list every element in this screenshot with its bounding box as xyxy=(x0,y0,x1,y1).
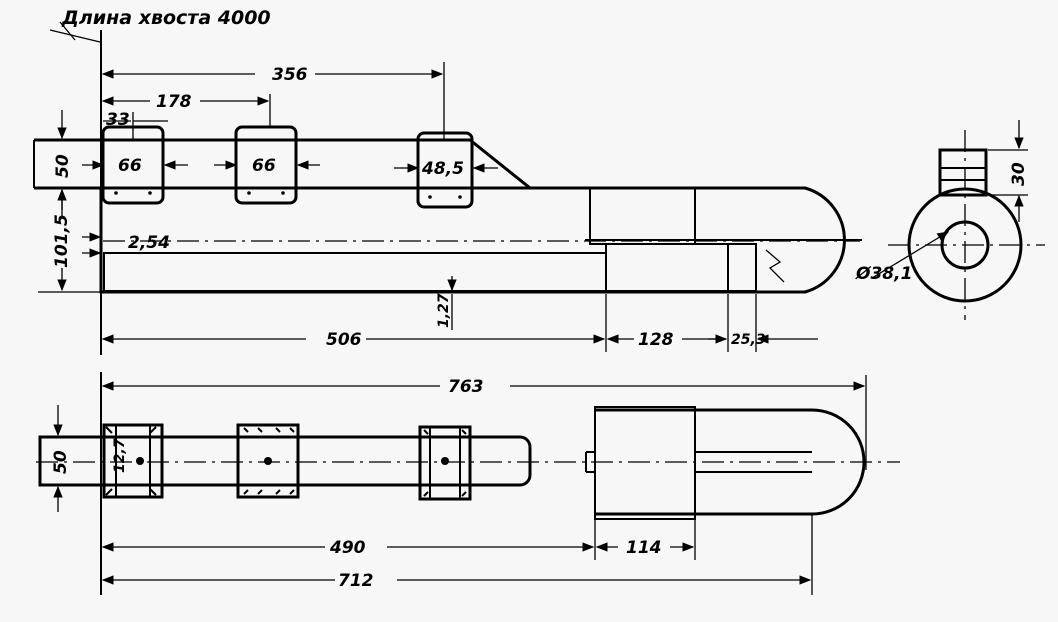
break-line xyxy=(765,249,785,283)
title-label: Длина хвоста 4000 xyxy=(49,7,271,43)
dim-12-7: 12,7 xyxy=(112,438,128,473)
dim-25-3: 25,3 xyxy=(731,332,766,348)
dim-178: 178 xyxy=(156,92,192,112)
top-view: 356 178 33 50 66 66 48,5 101,5 2 xyxy=(33,30,1045,355)
title-leader xyxy=(49,29,101,43)
dim-356: 356 xyxy=(272,65,308,85)
tail-strip-bottom xyxy=(38,435,532,487)
dim-712: 712 xyxy=(338,571,374,591)
dim-101-5: 101,5 xyxy=(52,214,72,268)
dim-490: 490 xyxy=(329,538,366,558)
dim-50-bottom: 50 xyxy=(51,450,71,474)
vertical-band xyxy=(589,187,696,245)
crosshatch-bar xyxy=(103,252,607,292)
dim-2-54: 2,54 xyxy=(128,233,170,253)
dim-48-5: 48,5 xyxy=(421,159,464,179)
dotted-block xyxy=(727,243,757,292)
dim-30: 30 xyxy=(1009,162,1029,186)
clamp-bottom-3 xyxy=(418,425,472,501)
clamp-bottom-1 xyxy=(102,423,164,499)
end-view xyxy=(871,120,1045,320)
dim-33: 33 xyxy=(106,110,130,130)
dim-66-b: 66 xyxy=(252,156,276,176)
clamp-bottom-2 xyxy=(236,423,300,499)
dim-114: 114 xyxy=(626,538,662,558)
bottom-view: 763 50 12,7 490 114 712 xyxy=(36,372,900,595)
title-leader-tick xyxy=(59,21,76,41)
dim-diameter-38-1: Ø38,1 xyxy=(855,264,912,284)
crosshatch-block xyxy=(605,243,729,292)
dim-763: 763 xyxy=(448,377,484,397)
body-outline xyxy=(99,186,846,294)
dim-506: 506 xyxy=(326,330,362,350)
vertical-band-bottom xyxy=(594,406,696,520)
dim-50-top: 50 xyxy=(53,154,73,178)
dim-66-a: 66 xyxy=(118,156,142,176)
tail-strip xyxy=(34,138,535,190)
tail-length-text: Длина хвоста 4000 xyxy=(61,7,271,29)
dim-1-27: 1,27 xyxy=(436,293,452,328)
dim-128: 128 xyxy=(638,330,674,350)
